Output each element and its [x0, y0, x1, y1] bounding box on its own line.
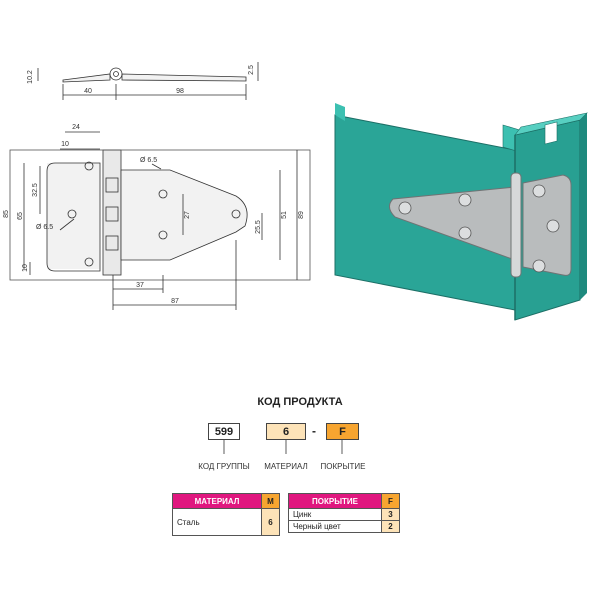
dim-leaf-width: 24	[72, 124, 80, 131]
dim-total-height: 65	[17, 212, 24, 220]
top-view	[37, 62, 259, 100]
product-code-title: КОД ПРОДУКТА	[257, 396, 343, 408]
dim-edge-offset: 10	[61, 141, 69, 148]
dim-height-89: 89	[298, 211, 305, 219]
dim-hole-dia-left: Ø 6.5	[36, 224, 53, 231]
finish-row-code: 3	[381, 508, 400, 521]
dim-hole-dia-right: Ø 6.5	[140, 157, 157, 164]
material-table-header: МАТЕРИАЛ	[172, 493, 262, 509]
finish-table-code-header: F	[381, 493, 400, 509]
dim-height-51: 51	[281, 211, 288, 219]
finish-row-code: 2	[381, 520, 400, 533]
finish-code-box: F	[326, 423, 359, 440]
dim-thickness: 10.2	[27, 70, 34, 84]
finish-row-name: Цинк	[288, 508, 382, 521]
dim-87: 87	[171, 298, 179, 305]
code-separator: -	[312, 424, 316, 438]
finish-code-label: ПОКРЫТИЕ	[320, 462, 366, 471]
hinge-render	[389, 172, 572, 278]
finish-table-header: ПОКРЫТИЕ	[288, 493, 382, 509]
material-table-code-header: M	[261, 493, 280, 509]
dim-offset-25-5: 25.5	[255, 220, 262, 234]
dim-leaf-short: 40	[84, 88, 92, 95]
dim-bottom-offset: 10	[22, 264, 29, 272]
finish-row-name: Черный цвет	[288, 520, 382, 533]
product-illustration	[334, 103, 588, 321]
group-code-label: КОД ГРУППЫ	[198, 462, 250, 471]
material-row-name: Сталь	[172, 508, 262, 536]
group-code-box: 599	[208, 423, 240, 440]
code-connectors	[223, 440, 343, 454]
dim-37: 37	[136, 282, 144, 289]
plan-view	[9, 131, 311, 310]
material-code-label: МАТЕРИАЛ	[264, 462, 308, 471]
dim-leaf-long: 98	[176, 88, 184, 95]
finish-table: ПОКРЫТИЕ F Цинк 3 Черный цвет 2	[288, 493, 400, 533]
dim-height-85: 85	[3, 210, 10, 218]
material-code-box: 6	[266, 423, 306, 440]
material-table: МАТЕРИАЛ M Сталь 6	[172, 493, 280, 536]
dim-plate-thickness: 2.5	[248, 65, 255, 75]
material-row-code: 6	[261, 508, 280, 536]
dim-hole-pitch-v: 32.5	[32, 183, 39, 197]
dim-hole-pitch-27: 27	[184, 211, 191, 219]
technical-drawing: 10.2 2.5 40 98 24 10 32.5 Ø 6.5 65 85 10…	[3, 62, 311, 310]
